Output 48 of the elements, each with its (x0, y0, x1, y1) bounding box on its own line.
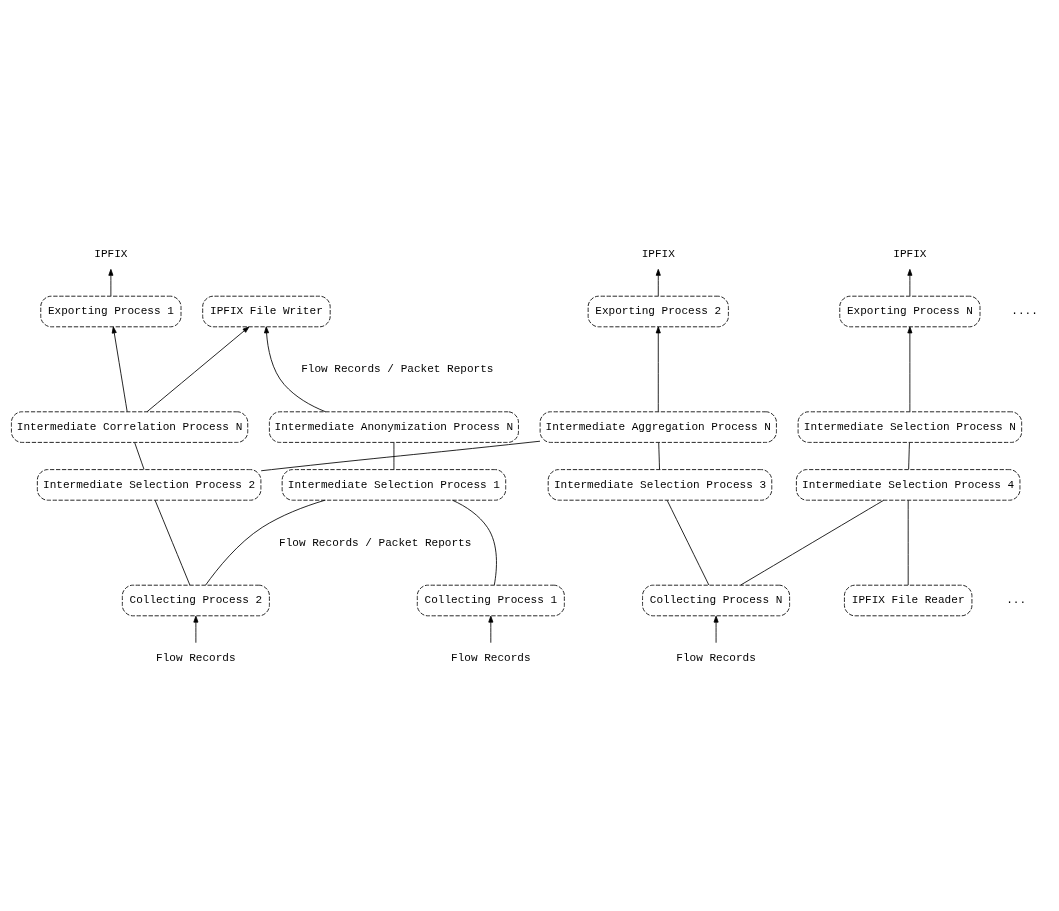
node-box: Intermediate Selection Process 2 (36, 468, 262, 501)
connector (907, 499, 909, 585)
node-box: Intermediate Correlation Process N (11, 410, 249, 443)
arrow (193, 615, 199, 643)
arrow (111, 326, 128, 412)
node-box: IPFIX File Writer (202, 295, 331, 327)
label: Flow Records / Packet Reports (301, 362, 494, 375)
connector (908, 441, 910, 470)
node-text: Flow Records (451, 651, 531, 664)
connector (666, 499, 710, 585)
connector (154, 499, 191, 585)
connector (205, 499, 326, 585)
node-box: Intermediate Selection Process N (797, 410, 1023, 443)
arrow (907, 268, 913, 296)
arrow (655, 326, 661, 412)
node-box: Exporting Process 1 (40, 295, 182, 327)
arrow (108, 268, 114, 296)
connector (452, 499, 497, 585)
node-box: Intermediate Selection Process 3 (547, 468, 773, 501)
label: ... (1006, 593, 1027, 606)
node-text: IPFIX (94, 247, 128, 260)
arrow (713, 615, 719, 643)
arrow (488, 615, 494, 643)
node-box: Collecting Process 1 (416, 584, 565, 616)
node-box: Intermediate Selection Process 1 (281, 468, 507, 501)
node-text: Flow Records (156, 651, 236, 664)
arrow (907, 326, 913, 412)
node-box: IPFIX File Reader (844, 584, 973, 616)
node-box: Intermediate Aggregation Process N (539, 410, 777, 443)
connector (393, 441, 395, 470)
arrow (655, 268, 661, 296)
label: Flow Records / Packet Reports (279, 536, 472, 549)
node-box: Exporting Process 2 (587, 295, 729, 327)
connector (740, 499, 884, 585)
node-box: Exporting Process N (839, 295, 981, 327)
arrow (146, 326, 250, 412)
node-text: IPFIX (893, 247, 927, 260)
node-text: Flow Records (676, 651, 756, 664)
node-box: Collecting Process 2 (121, 584, 270, 616)
connector (134, 441, 145, 470)
node-box: Intermediate Anonymization Process N (268, 410, 519, 443)
connector (658, 441, 660, 470)
node-box: Intermediate Selection Process 4 (795, 468, 1021, 501)
connector (260, 440, 541, 471)
node-box: Collecting Process N (642, 584, 791, 616)
node-text: IPFIX (641, 247, 675, 260)
arrow (264, 326, 326, 412)
label: .... (1011, 304, 1038, 317)
